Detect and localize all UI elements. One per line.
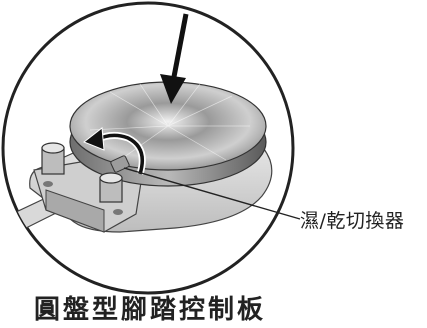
callout-leader <box>123 167 301 220</box>
wet-dry-switch-label: 濕/乾切換器 <box>300 210 405 232</box>
figure-caption: 圓盤型腳踏控制板 <box>34 295 267 325</box>
disc-sheen <box>89 83 250 161</box>
left-post-cap <box>41 142 65 154</box>
rotate-arrow-icon <box>83 127 146 176</box>
down-arrow-icon <box>160 13 189 104</box>
connector-face <box>45 189 105 233</box>
left-post-screw <box>43 181 53 187</box>
right-post-screw <box>113 209 123 215</box>
right-post-cap <box>99 172 123 184</box>
